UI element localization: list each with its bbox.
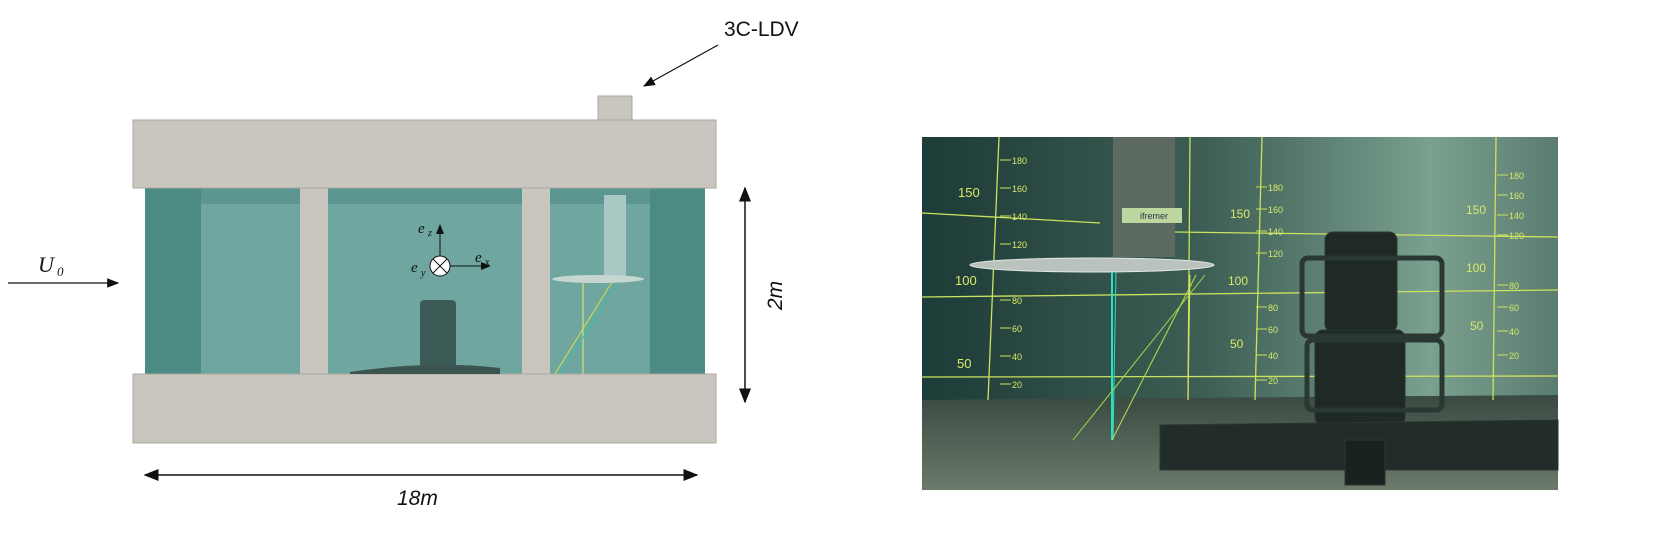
scale-tick-label: 20	[1268, 376, 1278, 386]
scale-tick-label: 60	[1012, 324, 1022, 334]
laser-beams	[1072, 271, 1206, 441]
turbine-mast	[604, 195, 626, 277]
svg-text:z: z	[427, 228, 432, 239]
scale-tick-label: 80	[1509, 281, 1519, 291]
scale-tick-label: 140	[1012, 212, 1027, 222]
svg-text:100: 100	[1466, 261, 1486, 275]
svg-text:50: 50	[1230, 337, 1244, 351]
bottom-slab	[132, 373, 717, 444]
coordinate-axes: e z e x e y	[411, 221, 491, 279]
svg-text:0: 0	[57, 264, 64, 279]
hydrofoil-photo	[969, 257, 1215, 273]
pillar	[522, 188, 550, 374]
inflow-label: U	[38, 252, 56, 277]
ex-label: e	[475, 250, 482, 266]
scale-tick-label: 60	[1509, 303, 1519, 313]
ldv-label: 3C-LDV	[724, 18, 799, 41]
scale-tick-label: 160	[1509, 191, 1524, 201]
top-slab	[132, 119, 717, 189]
ldv-housing	[597, 95, 633, 121]
scale-tick-label: 120	[1012, 240, 1027, 250]
height-label: 2m	[764, 281, 787, 311]
flume-diagram: e z e x e y 3C-LDV U 0 2m 18m	[8, 18, 799, 510]
ldv-pointer-arrow	[642, 44, 719, 87]
ez-label: e	[418, 221, 425, 237]
scale-tick-label: 140	[1509, 211, 1524, 221]
svg-text:150: 150	[1466, 203, 1486, 217]
length-label: 18m	[397, 487, 438, 510]
scale-tick-label: 160	[1268, 205, 1283, 215]
ey-label: e	[411, 260, 418, 276]
svg-text:150: 150	[958, 185, 980, 200]
scale-tick-label: 180	[1509, 171, 1524, 181]
scale-tick-label: 180	[1012, 156, 1027, 166]
turbine-frame	[1159, 231, 1559, 486]
pillar	[300, 188, 328, 374]
scale-tick-label: 60	[1268, 325, 1278, 335]
svg-text:150: 150	[1230, 207, 1250, 221]
scale-tick-label: 40	[1012, 352, 1022, 362]
experiment-photo: 150 100 50 150 100 50 150 100 50 180 160 1…	[921, 136, 1559, 490]
scale-tick-label: 40	[1509, 327, 1519, 337]
svg-text:50: 50	[1470, 319, 1484, 333]
scale-tick-label: 180	[1268, 183, 1283, 193]
svg-text:100: 100	[955, 273, 977, 288]
scale-tick-label: 140	[1268, 227, 1283, 237]
scale-tick-label: 80	[1268, 303, 1278, 313]
scale-tick-label: 40	[1268, 351, 1278, 361]
ifremer-logo: ifremer	[1140, 211, 1168, 221]
svg-text:100: 100	[1228, 274, 1248, 288]
svg-text:y: y	[420, 268, 426, 279]
scale-tick-label: 20	[1509, 351, 1519, 361]
scale-tick-label: 160	[1012, 184, 1027, 194]
scale-tick-label: 80	[1012, 296, 1022, 306]
turbine-device	[420, 300, 456, 370]
scale-tick-label: 120	[1509, 231, 1524, 241]
scale-tick-label: 120	[1268, 249, 1283, 259]
hydrofoil	[552, 275, 644, 283]
scale-tick-label: 20	[1012, 380, 1022, 390]
svg-text:50: 50	[957, 356, 971, 371]
svg-text:x: x	[484, 257, 490, 268]
